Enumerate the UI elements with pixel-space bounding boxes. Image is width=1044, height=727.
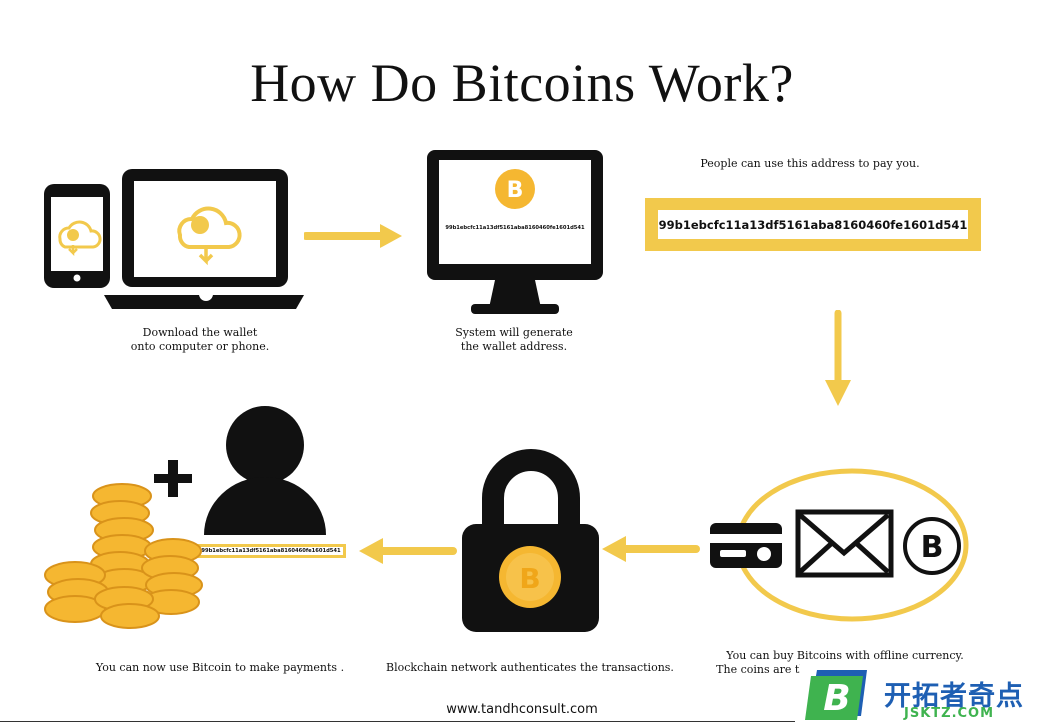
- credit-card-icon: [710, 523, 782, 568]
- bitcoin-symbol: B: [519, 562, 540, 595]
- padlock-icon: B: [462, 449, 599, 632]
- arrow-left-icon: [359, 538, 457, 564]
- address-note: People can use this address to pay you.: [700, 157, 920, 170]
- footer-url: www.tandhconsult.com: [446, 702, 598, 717]
- watermark-name: 开拓者奇点: [884, 681, 1024, 712]
- payment-methods-illustration: B: [710, 468, 969, 622]
- laptop-icon: [104, 169, 304, 309]
- watermark: B 开拓者奇点 JSKTZ.COM: [800, 662, 1044, 727]
- bitcoin-symbol: B: [507, 178, 524, 203]
- blockchain-caption: Blockchain network authenticates the tra…: [386, 661, 674, 674]
- use-caption: You can now use Bitcoin to make payments…: [95, 661, 345, 674]
- arrow-left-icon: [602, 536, 700, 562]
- watermark-domain: JSKTZ.COM: [904, 706, 995, 721]
- phone-icon: [44, 184, 110, 288]
- svg-text:B: B: [823, 678, 850, 719]
- wallet-address-panel: 99b1ebcfc11a13df5161aba8160460fe1601d541: [645, 198, 981, 251]
- plus-icon: [154, 460, 192, 497]
- arrow-right-icon: [304, 224, 402, 248]
- monitor-illustration: B: [427, 150, 603, 314]
- devices-illustration: [44, 169, 304, 309]
- monitor-address: 99b1ebcfc11a13df5161aba8160460fe1601d541: [445, 225, 585, 231]
- footer-divider: [0, 721, 795, 722]
- person-address-bar: 99b1ebcfc11a13df5161aba8160460fe1601d541: [196, 544, 346, 558]
- watermark-logo-icon: B: [805, 670, 867, 720]
- svg-text:B: B: [921, 530, 944, 565]
- person-icon: [154, 406, 326, 535]
- page-title: How Do Bitcoins Work?: [250, 53, 794, 113]
- coin-stack-icon: [44, 483, 203, 629]
- bitcoin-icon: B: [903, 517, 961, 575]
- arrow-down-icon: [825, 310, 851, 406]
- envelope-icon: [795, 509, 894, 578]
- wallet-address: 99b1ebcfc11a13df5161aba8160460fe1601d541: [658, 210, 968, 239]
